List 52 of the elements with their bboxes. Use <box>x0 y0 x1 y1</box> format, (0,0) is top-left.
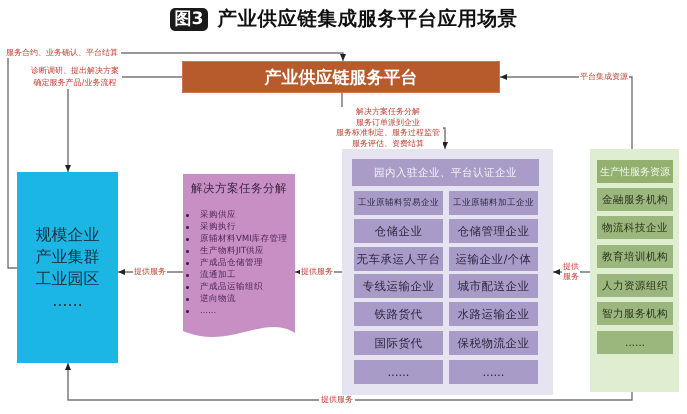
edge-label: 提供服务 <box>300 267 334 277</box>
enterprise-box: 仓储企业 <box>354 219 443 243</box>
resource-box: 人力资源组织 <box>597 274 673 297</box>
edge-label: 解决方案任务分解服务订单派到企业服务标准制定、服务过程监管服务评估、资费结算 <box>333 107 443 149</box>
heading: 解决方案任务分解 <box>190 181 288 195</box>
list-item: 采购供应 <box>200 209 236 221</box>
list-item: 原辅材料VMI库存管理 <box>200 233 288 245</box>
enterprise-box: 水路运输企业 <box>449 302 538 326</box>
enterprise-box: 无车承运人平台 <box>354 247 443 271</box>
client-box <box>17 172 118 363</box>
edge-label: 提供服务 <box>562 262 580 282</box>
enterprise-box: ...... <box>449 360 538 384</box>
header-box: 生产性服务资源 <box>597 160 673 183</box>
resource-box: ...... <box>597 331 673 354</box>
list-item: 生产物料JIT供应 <box>200 245 264 257</box>
resource-panel <box>590 149 679 392</box>
enterprise-box: 保税物流企业 <box>449 331 538 355</box>
edge-label: 提供服务 <box>319 395 355 405</box>
list-item: 逆向物流 <box>200 293 236 305</box>
category-label: 工业园区 <box>36 268 100 290</box>
figure-badge: 图3 <box>170 8 208 30</box>
resource-box: 金融服务机构 <box>597 188 673 211</box>
category-label: ...... <box>52 290 83 312</box>
enterprise-box: 铁路货代 <box>354 302 443 326</box>
edge-label: 平台集成资源 <box>579 72 629 82</box>
enterprise-box: 工业原辅料加工企业 <box>449 191 538 215</box>
enterprise-box: 运输企业/个体 <box>449 247 538 271</box>
resource-box: 教育培训机构 <box>597 245 673 268</box>
enterprise-box: 城市配送企业 <box>449 274 538 298</box>
enterprise-box: 专线运输企业 <box>354 274 443 298</box>
enterprise-box: ...... <box>354 360 443 384</box>
platform-box: 产业供应链服务平台 <box>182 61 500 93</box>
resource-box: 物流科技企业 <box>597 216 673 239</box>
title: 产业供应链集成服务平台应用场景 <box>217 7 518 31</box>
resource-box: 智力服务机构 <box>597 302 673 325</box>
enterprise-box: 国际货代 <box>354 331 443 355</box>
enterprise-box: 工业原辅料贸易企业 <box>354 191 443 215</box>
edge-label: 提供服务 <box>133 267 167 277</box>
category-label: 规模企业 <box>36 224 100 246</box>
enterprise-panel <box>342 149 553 395</box>
list-item: 产成品运输组织 <box>200 281 263 293</box>
list-item: ...... <box>200 305 216 317</box>
list-item: 产成品仓储管理 <box>200 257 263 269</box>
arrow <box>553 269 590 275</box>
edge-label: 服务合约、业务确认、平台结算 <box>3 48 121 58</box>
header-box: 园内入驻企业、平台认证企业 <box>352 159 539 186</box>
list-item: 采购执行 <box>200 221 236 233</box>
category-label: 产业集群 <box>36 246 100 268</box>
arrow <box>65 363 633 401</box>
list-item: 流通加工 <box>200 269 236 281</box>
edge-label: 诊断调研、提出解决方案确定服务产品/业务流程 <box>28 65 122 89</box>
enterprise-box: 仓储管理企业 <box>449 219 538 243</box>
